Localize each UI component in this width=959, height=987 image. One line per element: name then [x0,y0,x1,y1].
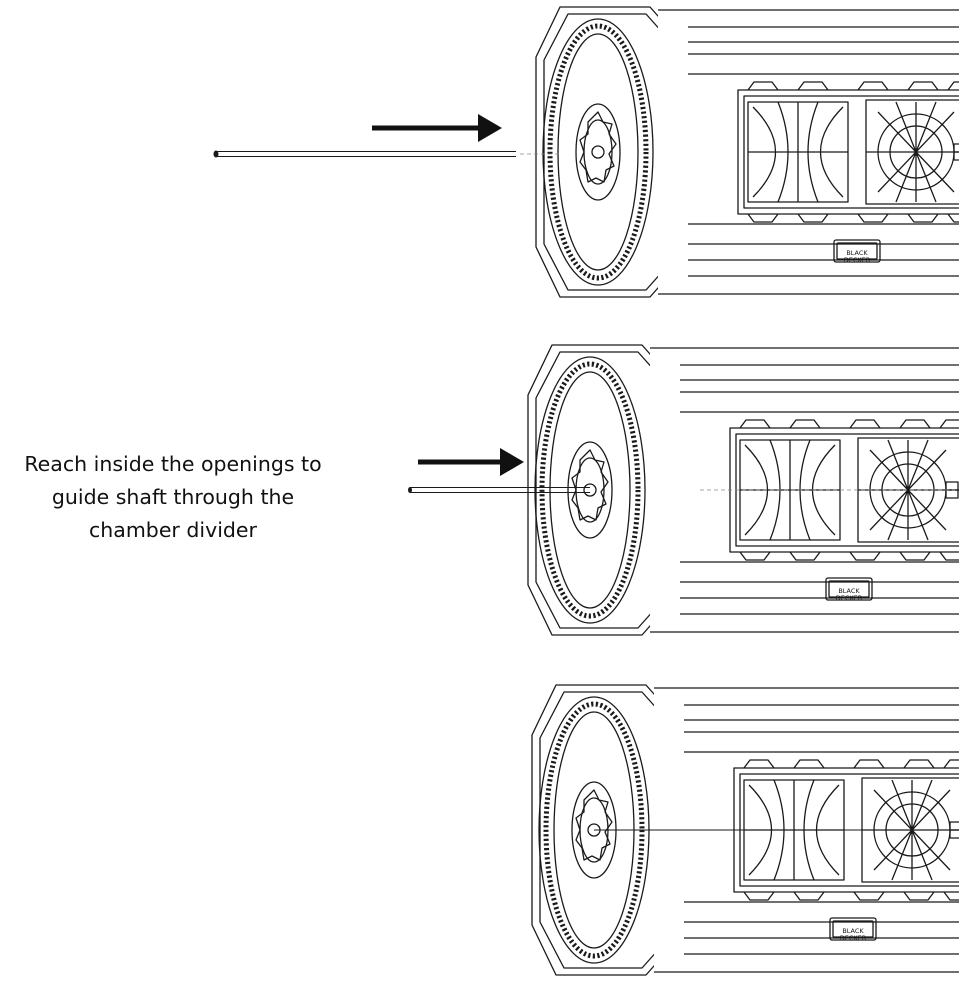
brand-logo-text: DECKER [836,594,863,602]
brand-logo-text: BLACK [838,587,860,595]
brand-logo-text: BLACK [846,249,868,257]
step-1-shaft [213,150,517,158]
step-2-arrow [418,448,524,476]
step-2-drum: BLACK DECKER [528,345,959,635]
brand-logo-text: BLACK [842,927,864,935]
brand-logo-text: DECKER [844,256,871,264]
step-2-shaft [408,487,590,493]
instruction-line-1: Reach inside the openings to [24,452,322,476]
step-1-arrow [372,114,502,142]
brand-logo-text: DECKER [840,934,867,942]
step-1-drum: BLACK DECKER [536,7,959,297]
instruction-line-2: guide shaft through the [51,485,295,509]
instruction-line-3: chamber divider [89,518,257,542]
instruction-caption: Reach inside the openings to guide shaft… [0,448,346,547]
step-3-drum: BLACK DECKER [532,685,959,975]
